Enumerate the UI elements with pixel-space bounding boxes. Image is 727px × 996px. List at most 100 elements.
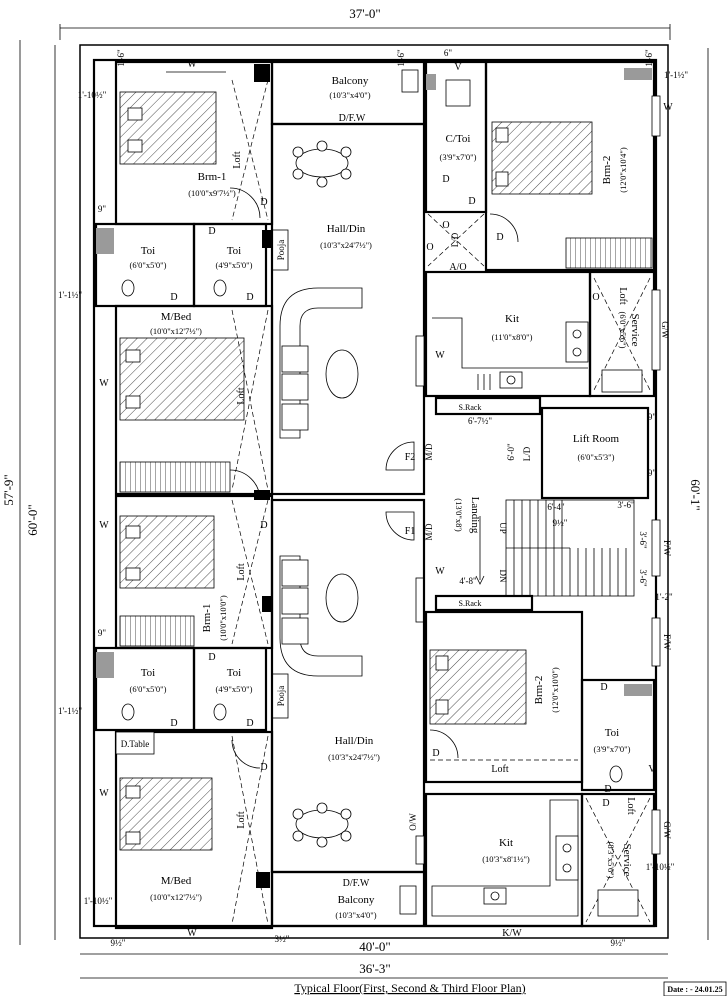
plan-label: Hall/Din	[335, 735, 374, 747]
plan-label: Toi	[227, 667, 242, 679]
dim-left-inner: 57'-9"	[1, 474, 16, 505]
plan-shape	[415, 335, 425, 387]
plan-shape	[281, 559, 309, 587]
dim-bottom-inner: 36'-3"	[359, 961, 390, 976]
plan-shape	[434, 396, 542, 416]
plan-label: Balcony	[332, 75, 369, 87]
plan-shape	[663, 981, 727, 996]
plan-label: (10'0"x12'7½")	[150, 326, 202, 336]
plan-shape	[565, 237, 653, 269]
plan-label: D	[170, 292, 177, 303]
plan-label: D	[432, 748, 439, 759]
dim-left-outer: 60'-0"	[25, 504, 40, 535]
plan-shape	[127, 139, 143, 153]
plan-shape	[115, 731, 155, 755]
plan-label: (11'0"x8'0")	[492, 332, 533, 342]
plan-label: 3'-6"	[638, 531, 648, 549]
plan-label: O/W	[408, 813, 418, 831]
plan-label: (3'9"x7'0")	[594, 744, 631, 754]
plan-shape	[601, 369, 643, 393]
plan-label: D	[442, 174, 449, 185]
plan-label: 3'-6"	[617, 500, 635, 510]
plan-label: Pooja	[276, 686, 286, 707]
plan-label: Service	[621, 844, 633, 877]
plan-shape	[213, 703, 227, 721]
plan-label: (12'0"x10'0")	[550, 667, 560, 713]
plan-label: A/O	[449, 262, 466, 273]
plan-shape	[415, 577, 425, 623]
plan-shape	[281, 373, 309, 401]
plan-shape	[340, 168, 352, 180]
plan-label: Loft	[236, 811, 247, 828]
plan-label: Loft	[625, 797, 636, 814]
plan-label: K/W	[502, 928, 522, 939]
plan-shape	[192, 646, 268, 732]
plan-label: D	[604, 784, 611, 795]
plan-label: M/D	[424, 443, 434, 461]
dim-top-width: 37'-0"	[349, 6, 380, 21]
plan-shape	[624, 684, 652, 696]
plan-label: Service	[629, 314, 641, 347]
plan-label: Brm-1	[201, 604, 213, 633]
plan-shape	[434, 594, 534, 612]
plan-label: W	[435, 350, 445, 361]
plan-shape	[316, 836, 328, 848]
plan-shape	[119, 615, 195, 647]
plan-shape	[572, 329, 582, 339]
plan-shape	[213, 279, 227, 297]
plan-label: (10'0"x12'7½")	[150, 892, 202, 902]
plan-label: F/W	[662, 540, 672, 557]
plan-label: W	[663, 102, 673, 113]
plan-label: D	[468, 196, 475, 207]
plan-shape	[426, 74, 436, 90]
plan-label: 9½"	[553, 518, 568, 528]
plan-label: D.Table	[121, 739, 150, 749]
plan-label: Brm-2	[601, 156, 613, 185]
plan-label: (6'0"x5'6")	[618, 312, 628, 349]
plan-shape	[231, 739, 261, 769]
plan-label: L/D	[522, 446, 532, 461]
plan-label: Loft	[236, 387, 247, 404]
plan-label: 6'-4"	[547, 502, 565, 512]
plan-label: W	[435, 566, 445, 577]
plan-shape	[385, 511, 415, 541]
plan-shape	[651, 519, 661, 577]
plan-shape	[316, 176, 328, 188]
plan-label: 6"	[444, 48, 453, 58]
plan-shape	[435, 699, 449, 715]
plan-shape	[572, 347, 582, 357]
plan-shape	[325, 349, 359, 399]
plan-label: (6'0"x5'3")	[578, 452, 615, 462]
plan-label: (4'9"x5'0")	[216, 684, 253, 694]
plan-label: (10'3"x4'0")	[329, 90, 370, 100]
plan-label: D	[260, 762, 267, 773]
plan-shape	[340, 830, 352, 842]
plan-shape	[432, 317, 588, 369]
plan-shape	[295, 809, 349, 839]
outer-wall	[79, 44, 669, 939]
plan-shape	[585, 797, 651, 923]
plan-label: W	[99, 378, 109, 389]
plan-label: Toi	[141, 667, 156, 679]
plan-label: W	[187, 928, 197, 939]
plan-shape	[495, 171, 509, 187]
plan-shape	[231, 79, 269, 221]
plan-shape	[125, 567, 141, 581]
plan-shape	[562, 863, 572, 873]
plan-shape	[295, 148, 349, 178]
plan-label: (6'0"x5'0")	[130, 260, 167, 270]
plan-label: Landing	[469, 497, 481, 534]
plan-label: 1'-6"	[396, 49, 406, 67]
plan-label: Loft	[491, 764, 508, 775]
plan-label: 4'-8"	[459, 576, 477, 586]
plan-shape	[262, 230, 272, 248]
plan-label: Lift Room	[573, 433, 620, 445]
plan-label: O	[592, 292, 599, 303]
plan-label: UP	[498, 522, 508, 534]
plan-label: 9½"	[111, 938, 126, 948]
plan-label: Kit	[505, 313, 519, 325]
plan-label: (10'0"x9'7½")	[188, 188, 236, 198]
plan-shape	[427, 213, 485, 267]
plan-label: M/Bed	[161, 311, 192, 323]
